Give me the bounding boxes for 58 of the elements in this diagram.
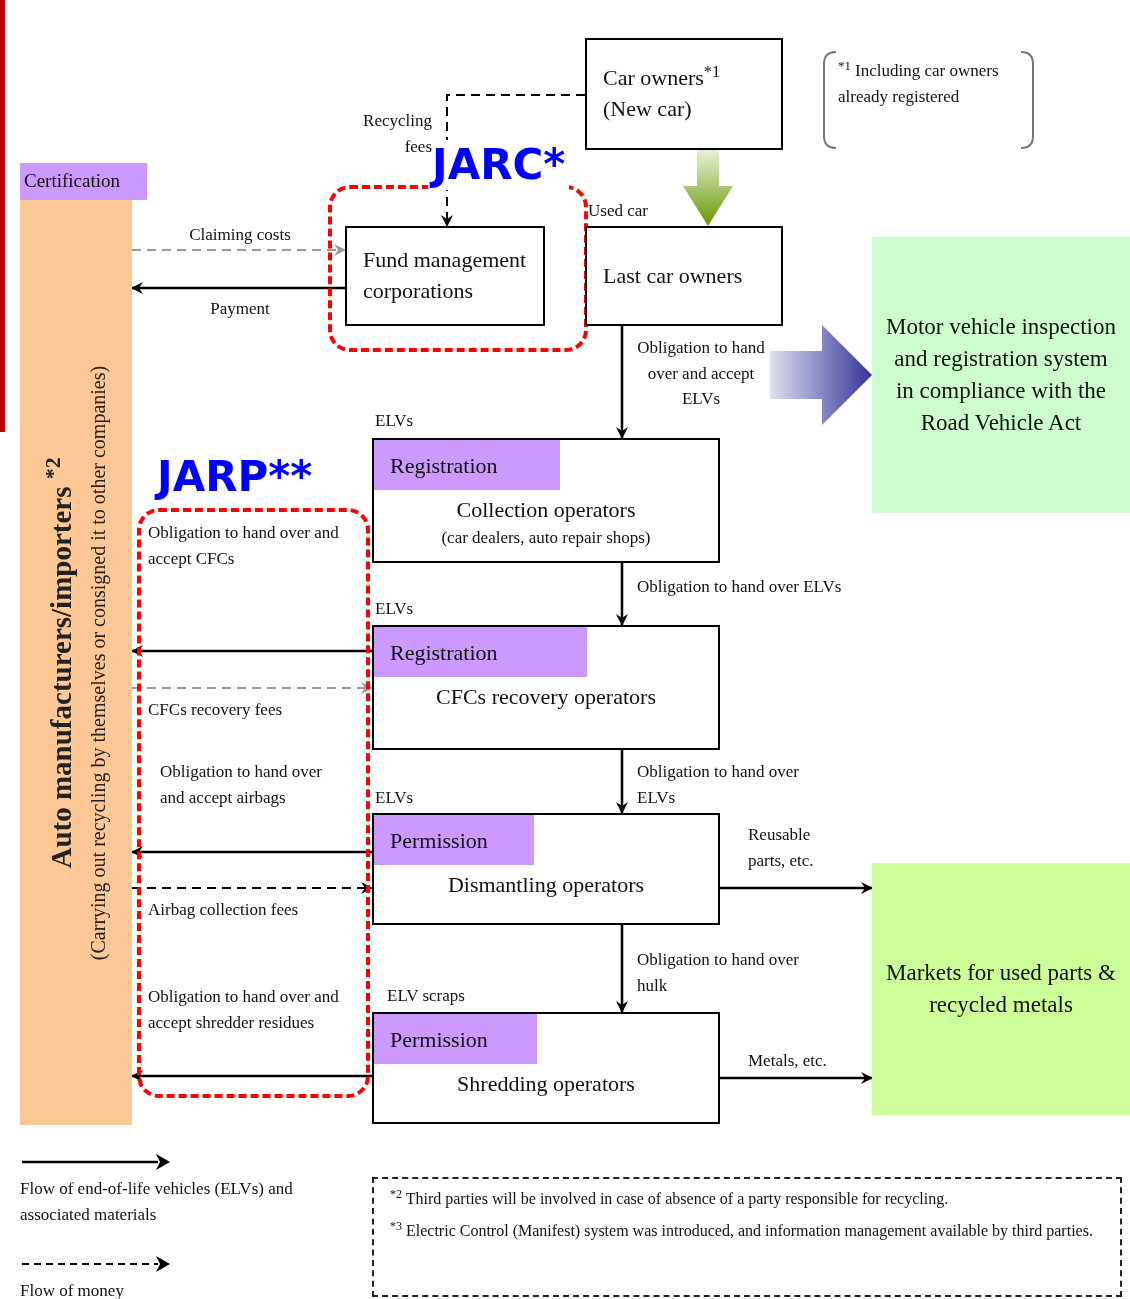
process-box: Fund management corporations [345,226,545,326]
block-arrow [770,325,872,425]
info-panel: Markets for used parts & recycled metals [872,863,1130,1115]
arrow [616,563,628,626]
status-tab: Permission [374,815,534,865]
edge-label: Airbag collection fees [148,899,300,921]
arrow [720,1072,873,1084]
arrow [131,846,372,858]
arrow [131,282,345,294]
operator-box [372,625,720,750]
certification-tab: Certification [20,163,147,200]
status-tab: Registration [374,627,587,677]
arrow [616,750,628,814]
operator-title: Shredding operators [457,1070,635,1098]
operator-box [372,813,720,925]
arrow [131,1070,372,1082]
edge-label: Payment [209,298,271,320]
operator-title: Collection operators [456,496,636,524]
edge-label: Obligation to hand over and accept ELVs [636,337,766,410]
status-tab: Permission [374,1014,537,1064]
arrow [720,882,873,894]
arrow [616,326,628,439]
operator-title: CFCs recovery operators [436,683,656,711]
dashed-arrow [131,244,346,256]
dashed-arrow [131,682,373,694]
footnote-text: $^{*1}$ Including car owners already registered [838,58,1000,108]
edge-label: Metals, etc. [748,1050,828,1072]
arrow [131,645,372,657]
column-subtitle: (Carrying out recycling by themselves or consigned it to other companies) [86,365,107,960]
info-panel: Motor vehicle inspection and registration system in compliance with the Road Vehicle Act [872,237,1130,513]
arrow [616,925,628,1013]
edge-label: Obligation to hand over ELVs [637,761,800,809]
process-box: Last car owners [585,226,783,326]
footnote-box: $^{*2}$ Third parties will be involved in case of absence of a party responsible for recycling. $^{*3}$ Electric Control (Manifest) system was introduced, and information management available by third parties. [372,1177,1122,1297]
flow-label: ELVs [375,598,414,620]
legend-text: Flow of money [20,1280,125,1299]
edge-label: Obligation to hand over and accept CFCs [148,522,340,570]
edge-label: Claiming costs [188,224,292,246]
operator-title: Dismantling operators [447,871,645,899]
edge-label: Obligation to hand over and accept airbags [160,761,323,809]
edge-label: CFCs recovery fees [148,699,284,721]
legend-text: Flow of end-of-life vehicles (ELVs) and associated materials [20,1178,294,1226]
edge-label: Reusable parts, etc. [748,824,815,872]
edge-label: Obligation to hand over and accept shredder residues [148,986,340,1034]
process-box: Car owners$^{*1}$ (New car) [585,38,783,150]
status-tab: Registration [374,440,560,490]
edge-label: Obligation to hand over hulk [637,949,800,997]
edge-label: Obligation to hand over ELVs [637,576,843,598]
operator-box [372,1012,720,1124]
flow-label: ELVs [375,787,414,809]
flow-label: ELV scraps [387,985,465,1007]
block-arrow [683,150,733,226]
operator-box [372,438,720,563]
dashed-arrow [131,882,373,894]
flow-label: Used car [588,200,648,222]
manufacturer-band [20,200,132,1125]
flow-label: ELVs [375,410,414,432]
operator-note: (car dealers, auto repair shops) [441,526,651,549]
